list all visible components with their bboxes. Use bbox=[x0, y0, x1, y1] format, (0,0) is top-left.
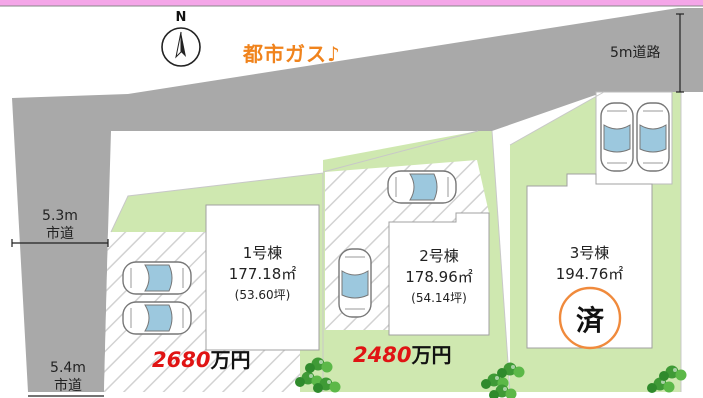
building-lot2 bbox=[388, 212, 490, 336]
north-arrow-icon bbox=[161, 27, 201, 67]
lot3-area: 194.76㎡ bbox=[555, 265, 624, 283]
lot3-name: 3号棟 bbox=[569, 244, 610, 262]
lot2-name: 2号棟 bbox=[419, 247, 459, 265]
south-road-width: 5.4m bbox=[50, 360, 86, 376]
lot2-price-number: 2480 bbox=[353, 343, 412, 367]
gas-notice: 都市ガス♪ bbox=[243, 42, 341, 66]
lot1-price-number: 2680 bbox=[152, 348, 211, 372]
lot2-price: 2480万円 bbox=[353, 339, 451, 368]
car-lot3-left bbox=[600, 102, 634, 172]
building-lot1 bbox=[205, 204, 320, 351]
lot1-price: 2680万円 bbox=[152, 344, 250, 373]
lot1-name: 1号棟 bbox=[242, 244, 283, 262]
car-lot3-right bbox=[636, 102, 670, 172]
north-road-label: 5m道路 bbox=[610, 45, 661, 61]
road-width-markers bbox=[11, 13, 684, 397]
building-lot3 bbox=[526, 173, 653, 349]
road-north bbox=[128, 8, 703, 131]
top-bar bbox=[0, 0, 703, 6]
lot2-price-unit: 万円 bbox=[411, 343, 452, 367]
lot2-tsubo: (54.14坪) bbox=[411, 291, 467, 305]
car-lot1-lower bbox=[122, 301, 192, 335]
lot1-area: 177.18㎡ bbox=[228, 265, 297, 283]
sold-circle bbox=[558, 286, 622, 350]
car-lot2-top bbox=[387, 170, 457, 204]
lot1-price-unit: 万円 bbox=[210, 348, 251, 372]
west-road-width: 5.3m bbox=[42, 208, 78, 224]
south-road-type: 市道 bbox=[54, 378, 82, 394]
north-letter: N bbox=[175, 10, 187, 25]
car-lot1-upper bbox=[122, 261, 192, 295]
lot2-area: 178.96㎡ bbox=[405, 268, 473, 286]
lot1-tsubo: (53.60坪) bbox=[234, 288, 291, 302]
car-lot2-side bbox=[338, 248, 372, 318]
lot3-sold-label: 済 bbox=[575, 304, 604, 337]
west-road-type: 市道 bbox=[46, 226, 74, 242]
